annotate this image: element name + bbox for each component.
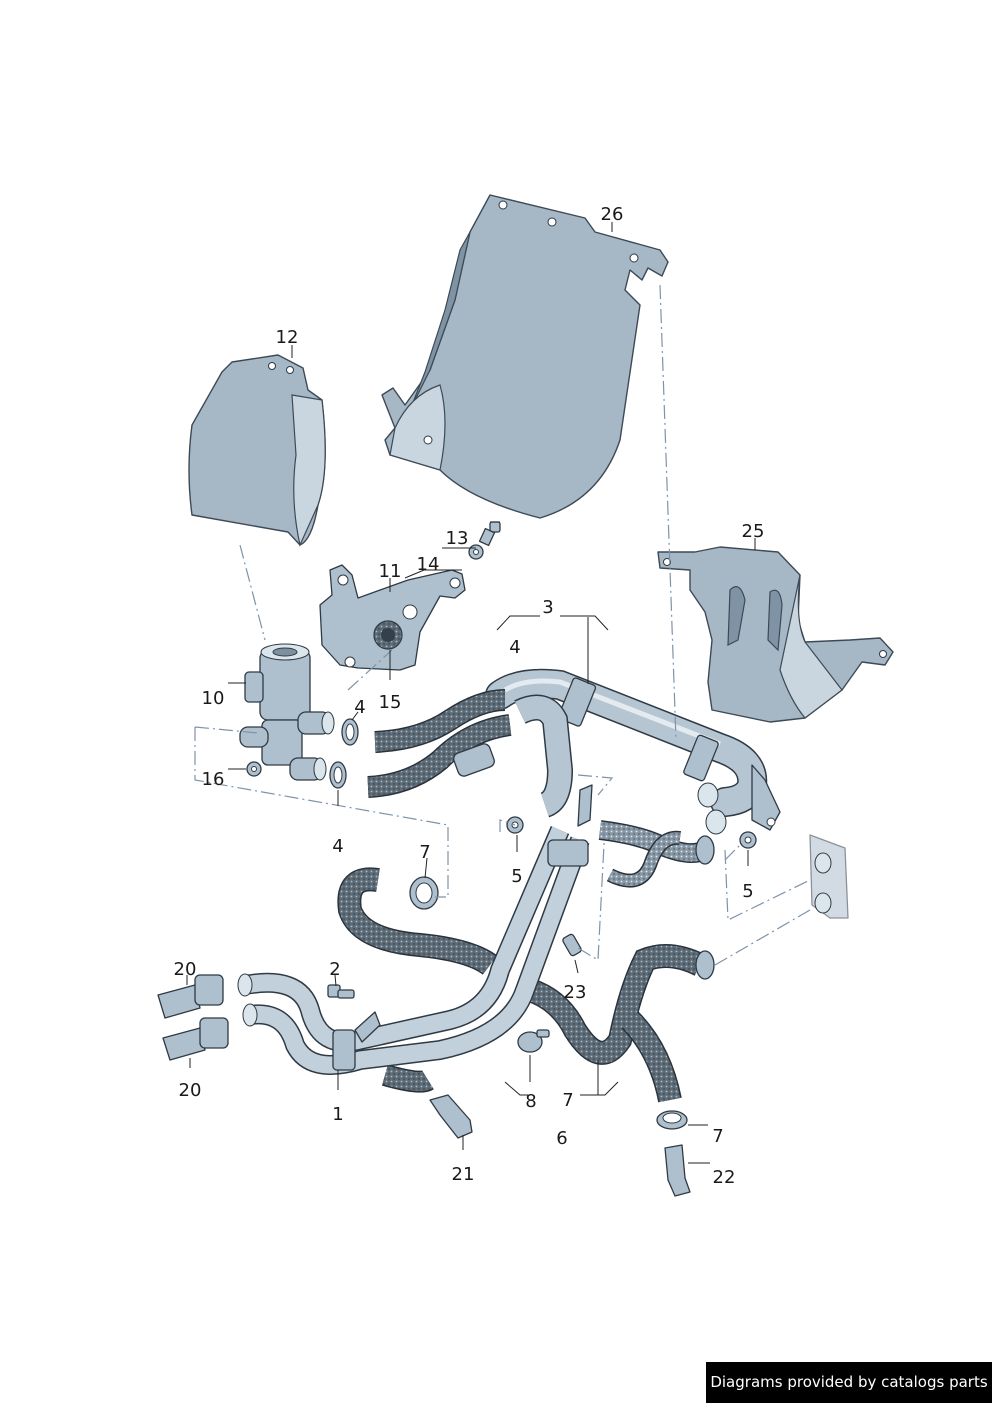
label-6: 6 [556, 1128, 567, 1149]
clip-8 [517, 1029, 550, 1053]
label-7-left: 7 [419, 842, 430, 863]
valve-10 [239, 643, 335, 781]
hose-right [525, 944, 715, 1103]
label-4-bottom: 4 [332, 836, 343, 857]
connector-20-lower [162, 1017, 229, 1061]
heat-shield-12 [188, 354, 326, 547]
coolant-pipe-1 [237, 784, 593, 1075]
bolt-2 [327, 984, 355, 999]
nut-5-right [739, 831, 757, 849]
leader-lines [186, 222, 756, 1164]
connector-21 [429, 1094, 473, 1139]
clip-4-lower [329, 761, 347, 789]
flange-plate [809, 834, 849, 919]
nut-13 [468, 544, 484, 560]
label-12: 12 [276, 327, 299, 348]
bolt-13 [478, 521, 501, 547]
connector-20-upper [157, 974, 224, 1019]
label-4-mid: 4 [354, 697, 365, 718]
connector-22 [664, 1144, 691, 1197]
label-3: 3 [542, 597, 553, 618]
nut-16 [246, 761, 262, 777]
hose-left-loop [337, 867, 498, 975]
label-21: 21 [452, 1164, 475, 1185]
label-23: 23 [564, 982, 587, 1003]
hose-short-21 [381, 1064, 434, 1093]
hose-upper-pair [367, 689, 512, 798]
label-7-center: 7 [562, 1090, 573, 1111]
clip-7-right [656, 1110, 688, 1130]
assembly-lines [194, 284, 811, 966]
label-10: 10 [202, 688, 225, 709]
label-15: 15 [379, 692, 402, 713]
hose-middle [598, 820, 715, 888]
label-26: 26 [601, 204, 624, 225]
label-11: 11 [379, 561, 402, 582]
label-20-top: 20 [174, 959, 197, 980]
label-20-bottom: 20 [179, 1080, 202, 1101]
clip-7-left [409, 876, 439, 910]
clip-4-upper [341, 718, 359, 746]
credit-banner: Diagrams provided by catalogs parts [706, 1362, 992, 1403]
connector-23 [562, 933, 582, 957]
bracket-11 [319, 564, 466, 671]
label-4-top: 4 [509, 637, 520, 658]
label-25: 25 [742, 521, 765, 542]
part-labels: 26 12 25 13 11 14 3 4 10 15 4 16 4 7 5 5… [174, 204, 765, 1188]
label-7-right: 7 [712, 1126, 723, 1147]
heat-shield-26 [381, 194, 669, 519]
label-14: 14 [417, 554, 440, 575]
label-13: 13 [446, 528, 469, 549]
label-2: 2 [329, 959, 340, 980]
label-22: 22 [713, 1167, 736, 1188]
label-8: 8 [525, 1091, 536, 1112]
label-5-left: 5 [511, 866, 522, 887]
label-16: 16 [202, 769, 225, 790]
cooler-pipe-3 [485, 668, 781, 835]
label-5-right: 5 [742, 881, 753, 902]
heat-shield-25 [657, 546, 894, 723]
label-1: 1 [332, 1104, 343, 1125]
